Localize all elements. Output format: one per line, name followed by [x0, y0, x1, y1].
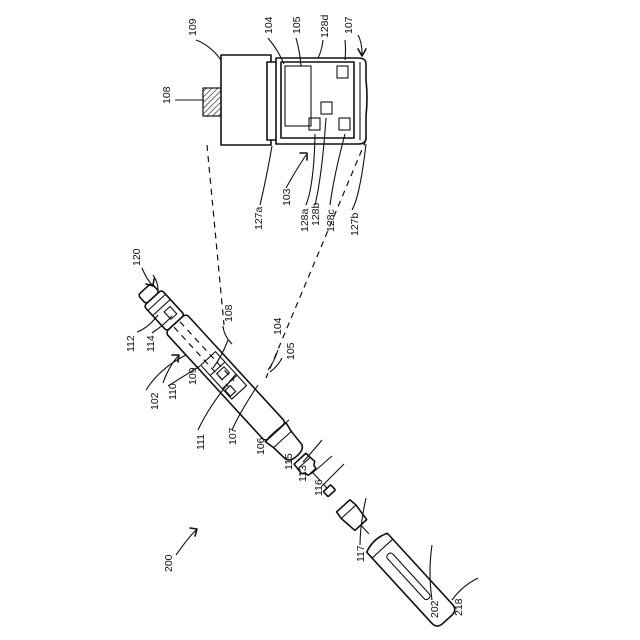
label-117: 117 — [355, 545, 367, 562]
outer-cap — [365, 531, 458, 629]
label-108-pen: 108 — [223, 304, 235, 322]
label-110: 110 — [167, 383, 179, 400]
hatched-plug — [203, 88, 222, 116]
label-111: 111 — [195, 434, 207, 450]
label-107-pen: 107 — [227, 427, 239, 445]
label-116: 116 — [313, 479, 325, 496]
label-104-pen: 104 — [272, 317, 284, 335]
detail-body — [221, 55, 271, 145]
label-109-pen: 109 — [187, 367, 199, 385]
pen-barrel — [165, 314, 286, 442]
label-127a: 127a — [253, 206, 265, 230]
label-113: 113 — [297, 465, 309, 482]
label-114: 114 — [145, 335, 157, 352]
label-128b: 128b — [310, 202, 322, 226]
needle-shield — [336, 499, 368, 532]
label-107-detail: 107 — [343, 16, 355, 34]
pen-assembly — [134, 280, 457, 629]
label-106: 106 — [255, 437, 267, 455]
label-105-pen: 105 — [285, 342, 297, 360]
label-202: 202 — [429, 600, 441, 618]
label-218: 218 — [453, 598, 465, 616]
label-127b: 127b — [349, 212, 361, 236]
label-115: 115 — [283, 453, 295, 470]
label-120: 120 — [131, 248, 143, 266]
label-102: 102 — [149, 392, 161, 410]
label-105-detail: 105 — [291, 16, 303, 34]
label-128d: 128d — [319, 14, 331, 38]
label-104-detail: 104 — [263, 16, 275, 34]
label-128c: 128c — [325, 209, 337, 232]
label-103: 103 — [281, 188, 293, 206]
label-200: 200 — [163, 554, 175, 572]
enlarged-cartridge-detail — [203, 55, 367, 145]
label-108-detail: 108 — [161, 86, 173, 104]
label-112: 112 — [125, 335, 137, 352]
inner-cartridge — [281, 62, 354, 138]
label-109-detail: 109 — [187, 18, 199, 36]
